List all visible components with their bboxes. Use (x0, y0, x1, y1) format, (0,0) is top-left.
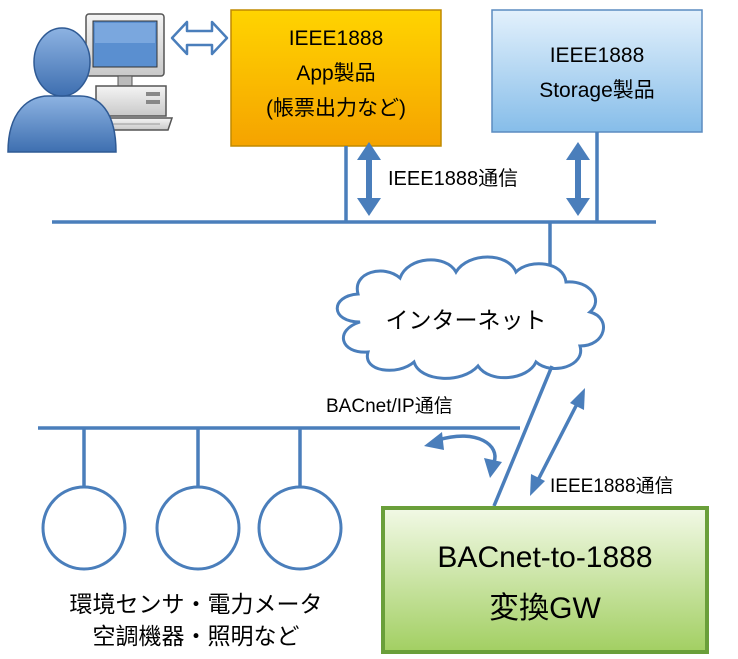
devices-label-line2: 空調機器・照明など (93, 623, 300, 649)
storage-box-line1: IEEE1888 (550, 44, 645, 67)
bacnet-comm-label: BACnet/IP通信 (326, 395, 453, 417)
gateway-box: BACnet-to-1888 変換GW (381, 506, 709, 654)
gw-box-line1: BACnet-to-1888 (437, 541, 652, 574)
internet-cloud-icon (335, 255, 605, 380)
top-comm-label: IEEE1888通信 (388, 167, 518, 190)
device-circle-2 (155, 485, 241, 571)
internet-label: インターネット (386, 307, 547, 333)
user-computer-icon (7, 13, 174, 153)
bacnet-bus (38, 426, 520, 486)
storage-product-box: IEEE1888 Storage製品 (491, 9, 703, 133)
gw-comm-label: IEEE1888通信 (550, 475, 674, 497)
app-box-line3: (帳票出力など) (266, 97, 406, 120)
top-network-bus (52, 132, 656, 272)
app-comm-arrow (357, 142, 381, 216)
pc-app-double-arrow (170, 20, 229, 56)
gw-comm-arrow (530, 388, 585, 496)
storage-comm-arrow (566, 142, 590, 216)
app-product-box: IEEE1888 App製品 (帳票出力など) (230, 9, 442, 147)
device-circle-3 (257, 485, 343, 571)
bacnet-comm-arrow (424, 432, 502, 478)
devices-label-line1: 環境センサ・電力メータ (70, 591, 323, 617)
app-box-line1: IEEE1888 (289, 27, 384, 50)
app-box-line2: App製品 (296, 62, 375, 85)
device-circle-1 (41, 485, 127, 571)
gw-box-line2: 変換GW (489, 592, 601, 625)
cloud-gw-link (492, 365, 554, 507)
storage-box-line2: Storage製品 (539, 79, 655, 102)
